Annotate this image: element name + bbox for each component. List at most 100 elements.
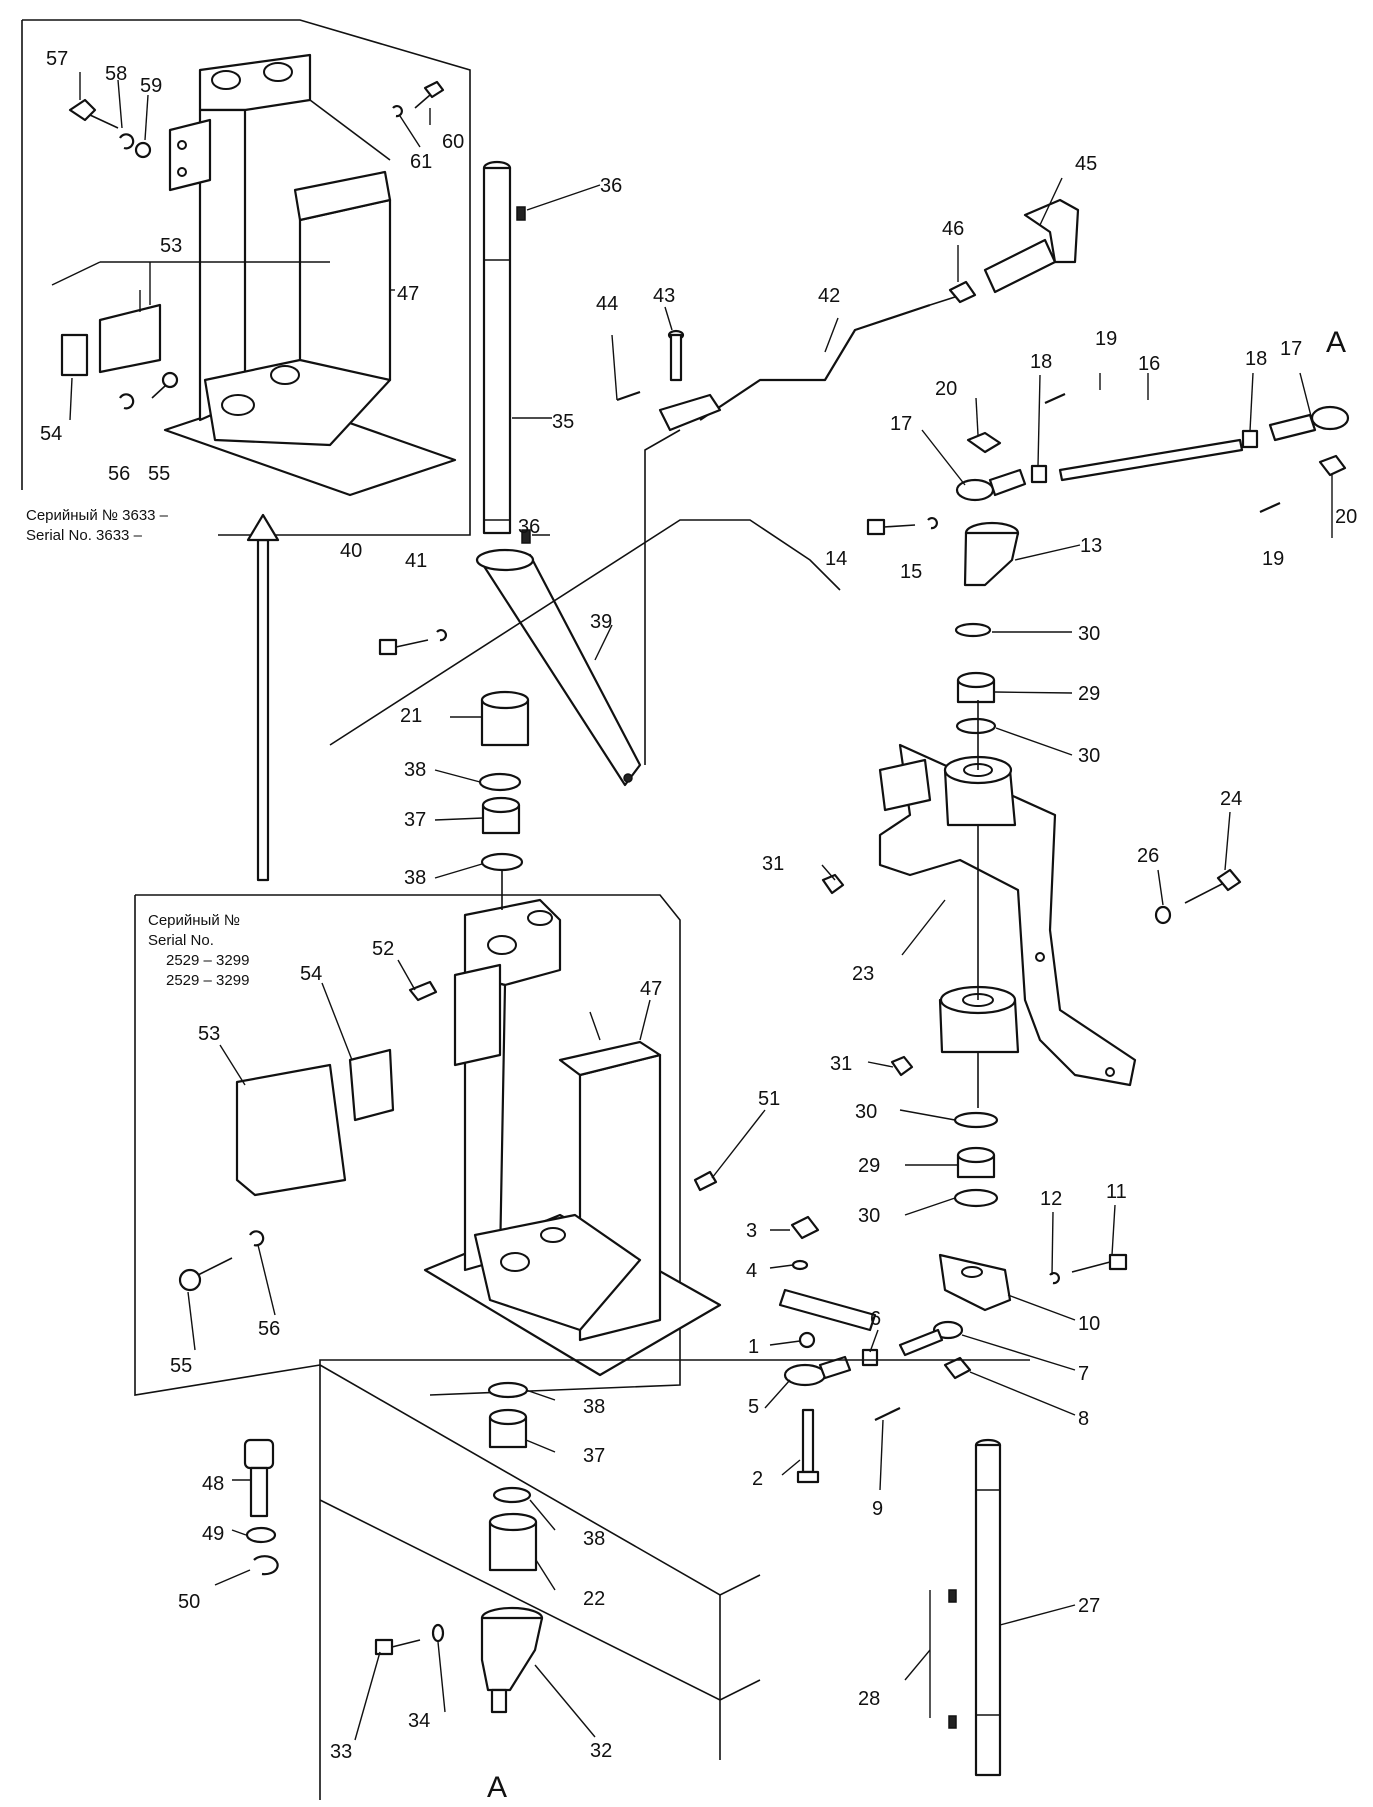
ring-30-b (955, 717, 997, 735)
lower-inset (134, 894, 722, 1396)
callout-30-b: 30 (1078, 745, 1100, 767)
callout-57: 57 (46, 48, 68, 70)
handle-45-shaft (983, 238, 1057, 294)
machine-outline-2 (319, 1364, 761, 1596)
callout-42: 42 (818, 285, 840, 307)
washer-4 (791, 1259, 809, 1271)
handle-45-grip (1023, 198, 1080, 264)
callout-29-lower: 29 (858, 1155, 880, 1177)
callout-2: 2 (752, 1468, 763, 1490)
washer-41 (436, 629, 448, 642)
washer-34 (431, 1623, 445, 1643)
callout-24: 24 (1220, 788, 1242, 810)
leader (994, 691, 1073, 694)
callout-53-upper: 53 (160, 235, 182, 257)
lever-32-body (480, 1616, 544, 1692)
rod-end-17-eye (1310, 405, 1350, 431)
leader (611, 334, 618, 401)
callout-38-b: 38 (404, 867, 426, 889)
callout-53-lower: 53 (198, 1023, 220, 1045)
callout-35: 35 (552, 411, 574, 433)
plate-54-lower (348, 1048, 395, 1122)
bushing-21-top (480, 690, 530, 710)
callout-13: 13 (1080, 535, 1102, 557)
callout-19-upper: 19 (1095, 328, 1117, 350)
callout-54-lower: 54 (300, 963, 322, 985)
callout-17-left: 17 (890, 413, 912, 435)
callout-58: 58 (105, 63, 127, 85)
screw-33-shank (391, 1639, 421, 1648)
leader (769, 1340, 801, 1346)
bushing-37-top (488, 1408, 528, 1426)
leader (1037, 374, 1041, 467)
upper-inset (21, 19, 471, 536)
leader (1111, 1204, 1116, 1256)
lower-inset-frame-2 (135, 894, 681, 1396)
bracket-plate-upper (168, 118, 212, 192)
screw-55-shank (151, 385, 166, 399)
screw-55-head (161, 371, 179, 389)
callout-38-a: 38 (404, 759, 426, 781)
callout-41: 41 (405, 550, 427, 572)
callout-29-upper: 29 (1078, 683, 1100, 705)
screw-48 (243, 1438, 275, 1518)
leader (434, 863, 483, 879)
callout-39: 39 (590, 611, 612, 633)
leader (525, 1389, 556, 1401)
bushing-29-top (956, 671, 996, 689)
callout-6: 6 (870, 1308, 881, 1330)
shaft-35-body (482, 166, 512, 535)
stand-front-column-top (293, 170, 392, 222)
nut-6 (861, 1348, 879, 1367)
screw-24-shank (1184, 883, 1223, 904)
screw-11-shank (1071, 1261, 1111, 1273)
shaft-27 (974, 1438, 1002, 1777)
bracket-23 (878, 700, 1137, 1108)
washer-15 (927, 517, 939, 530)
pin-28-upper (948, 1589, 957, 1603)
bushing-29-upper (956, 671, 996, 704)
leader (999, 1604, 1076, 1626)
leader (1299, 372, 1313, 421)
callout-31-upper: 31 (762, 853, 784, 875)
link-rod-16 (1058, 438, 1244, 482)
callout-9: 9 (872, 1498, 883, 1520)
lower-inset-frame (134, 895, 321, 1396)
leader (1039, 177, 1063, 226)
screw-24 (1184, 868, 1242, 904)
leaders (69, 72, 1333, 1741)
top-hole-lower (487, 935, 517, 955)
pin-28-lower (948, 1715, 957, 1729)
washer-26 (1154, 905, 1172, 925)
callout-21: 21 (400, 705, 422, 727)
callout-27: 27 (1078, 1595, 1100, 1617)
link-plate-6 (778, 1288, 877, 1332)
callout-16: 16 (1138, 353, 1160, 375)
callout-15: 15 (900, 561, 922, 583)
set-screw-31-head (821, 873, 845, 895)
handle-45 (983, 198, 1080, 294)
callout-38-d: 38 (583, 1528, 605, 1550)
callout-56-lower: 56 (258, 1318, 280, 1340)
leader (639, 999, 651, 1041)
rod-end-17-left (955, 468, 1027, 502)
switch-block-53-lower (235, 1063, 347, 1197)
column-stand-lower (423, 898, 722, 1377)
upper-inset-frame (22, 19, 471, 536)
callout-20-right: 20 (1335, 506, 1357, 528)
bushing-22 (488, 1512, 538, 1572)
lever-39-body (478, 553, 642, 787)
screw-40-head (378, 638, 398, 656)
vertical-shaft-35 (482, 160, 512, 535)
nut-8 (943, 1356, 972, 1380)
leader (961, 1334, 1076, 1371)
set-screw-31-upper (821, 873, 845, 895)
rod-end-7 (898, 1320, 964, 1357)
screw-55-lower-head (178, 1268, 202, 1292)
lockwasher-56-upper (119, 393, 135, 410)
leader (1051, 1211, 1054, 1276)
nut-18-left (1030, 464, 1048, 484)
pin-43 (667, 329, 685, 382)
bushing-29-top (956, 1146, 996, 1164)
screw-33 (374, 1638, 421, 1656)
